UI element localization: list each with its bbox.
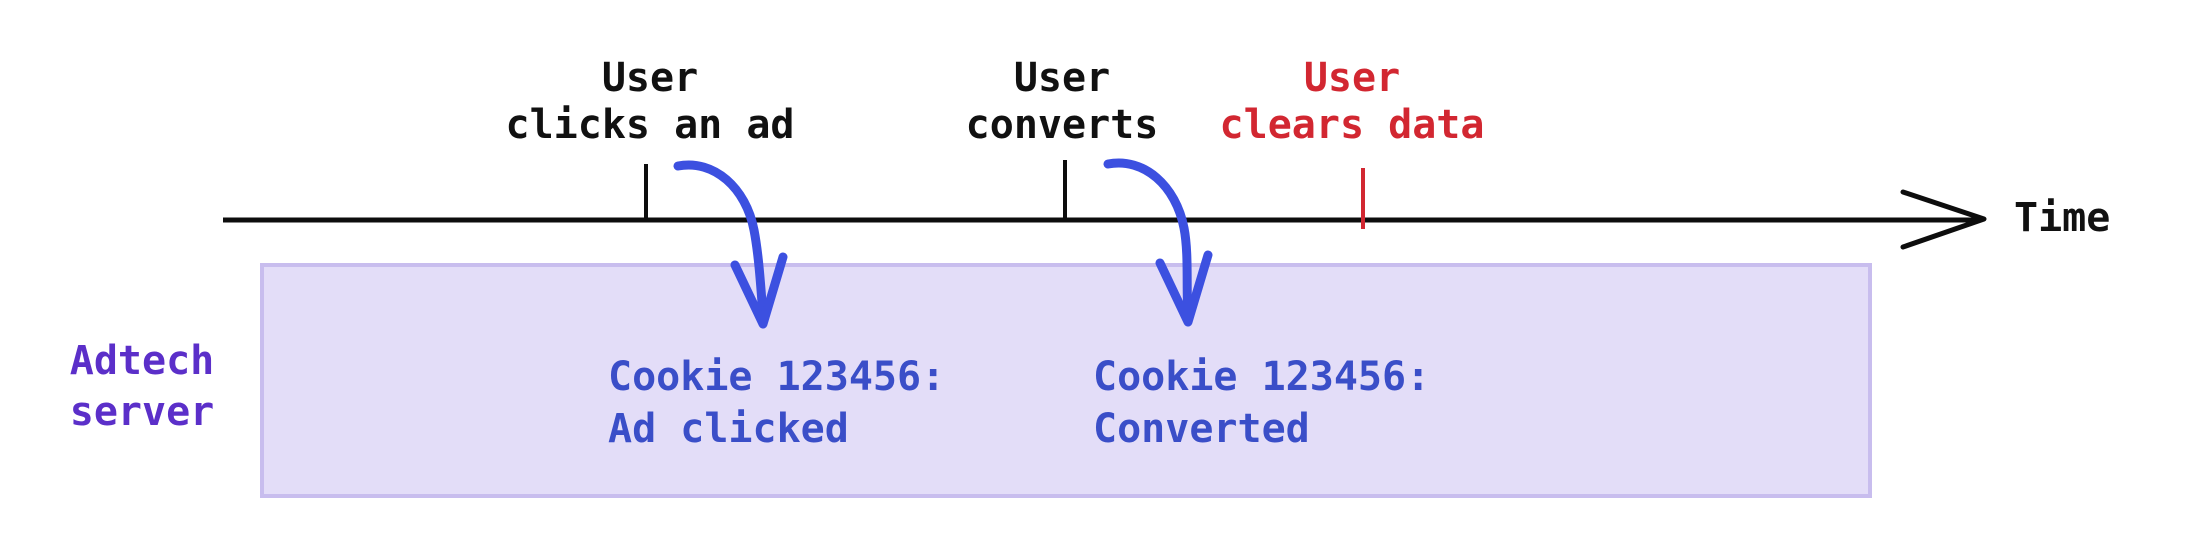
arrow-click-to-record-head-icon — [730, 252, 788, 329]
event-label-user-clears-data: User clears data — [1152, 55, 1552, 149]
adtech-server-label: Adtech server — [38, 336, 246, 438]
event-line1: User — [1303, 55, 1401, 101]
server-label-line1: Adtech — [69, 338, 215, 384]
record-line1: Cookie 123456: — [608, 354, 946, 400]
event-label-user-clicks-ad: User clicks an ad — [450, 55, 850, 149]
record-line2: Ad clicked — [608, 406, 849, 452]
annotation-arrows — [673, 158, 1213, 329]
adtech-server-box — [260, 263, 1872, 498]
event-line1: User — [601, 55, 699, 101]
record-line1: Cookie 123456: — [1093, 354, 1431, 400]
time-axis-arrowhead-icon — [1900, 189, 1987, 250]
time-axis-label: Time — [2014, 195, 2111, 241]
event-label-user-converts: User converts — [862, 55, 1262, 149]
arrow-convert-to-record-icon — [1103, 158, 1193, 319]
event-line2: clears data — [1219, 102, 1485, 148]
server-label-line2: server — [69, 389, 215, 435]
arrow-click-to-record-icon — [673, 160, 768, 321]
cookie-record-converted: Cookie 123456: Converted — [1093, 351, 1430, 455]
cookie-record-ad-clicked: Cookie 123456: Ad clicked — [608, 351, 945, 455]
record-line2: Converted — [1093, 406, 1310, 452]
arrow-convert-to-record-head-icon — [1155, 250, 1213, 327]
event-line1: User — [1013, 55, 1111, 101]
event-line2: clicks an ad — [505, 102, 795, 148]
event-line2: converts — [965, 102, 1159, 148]
